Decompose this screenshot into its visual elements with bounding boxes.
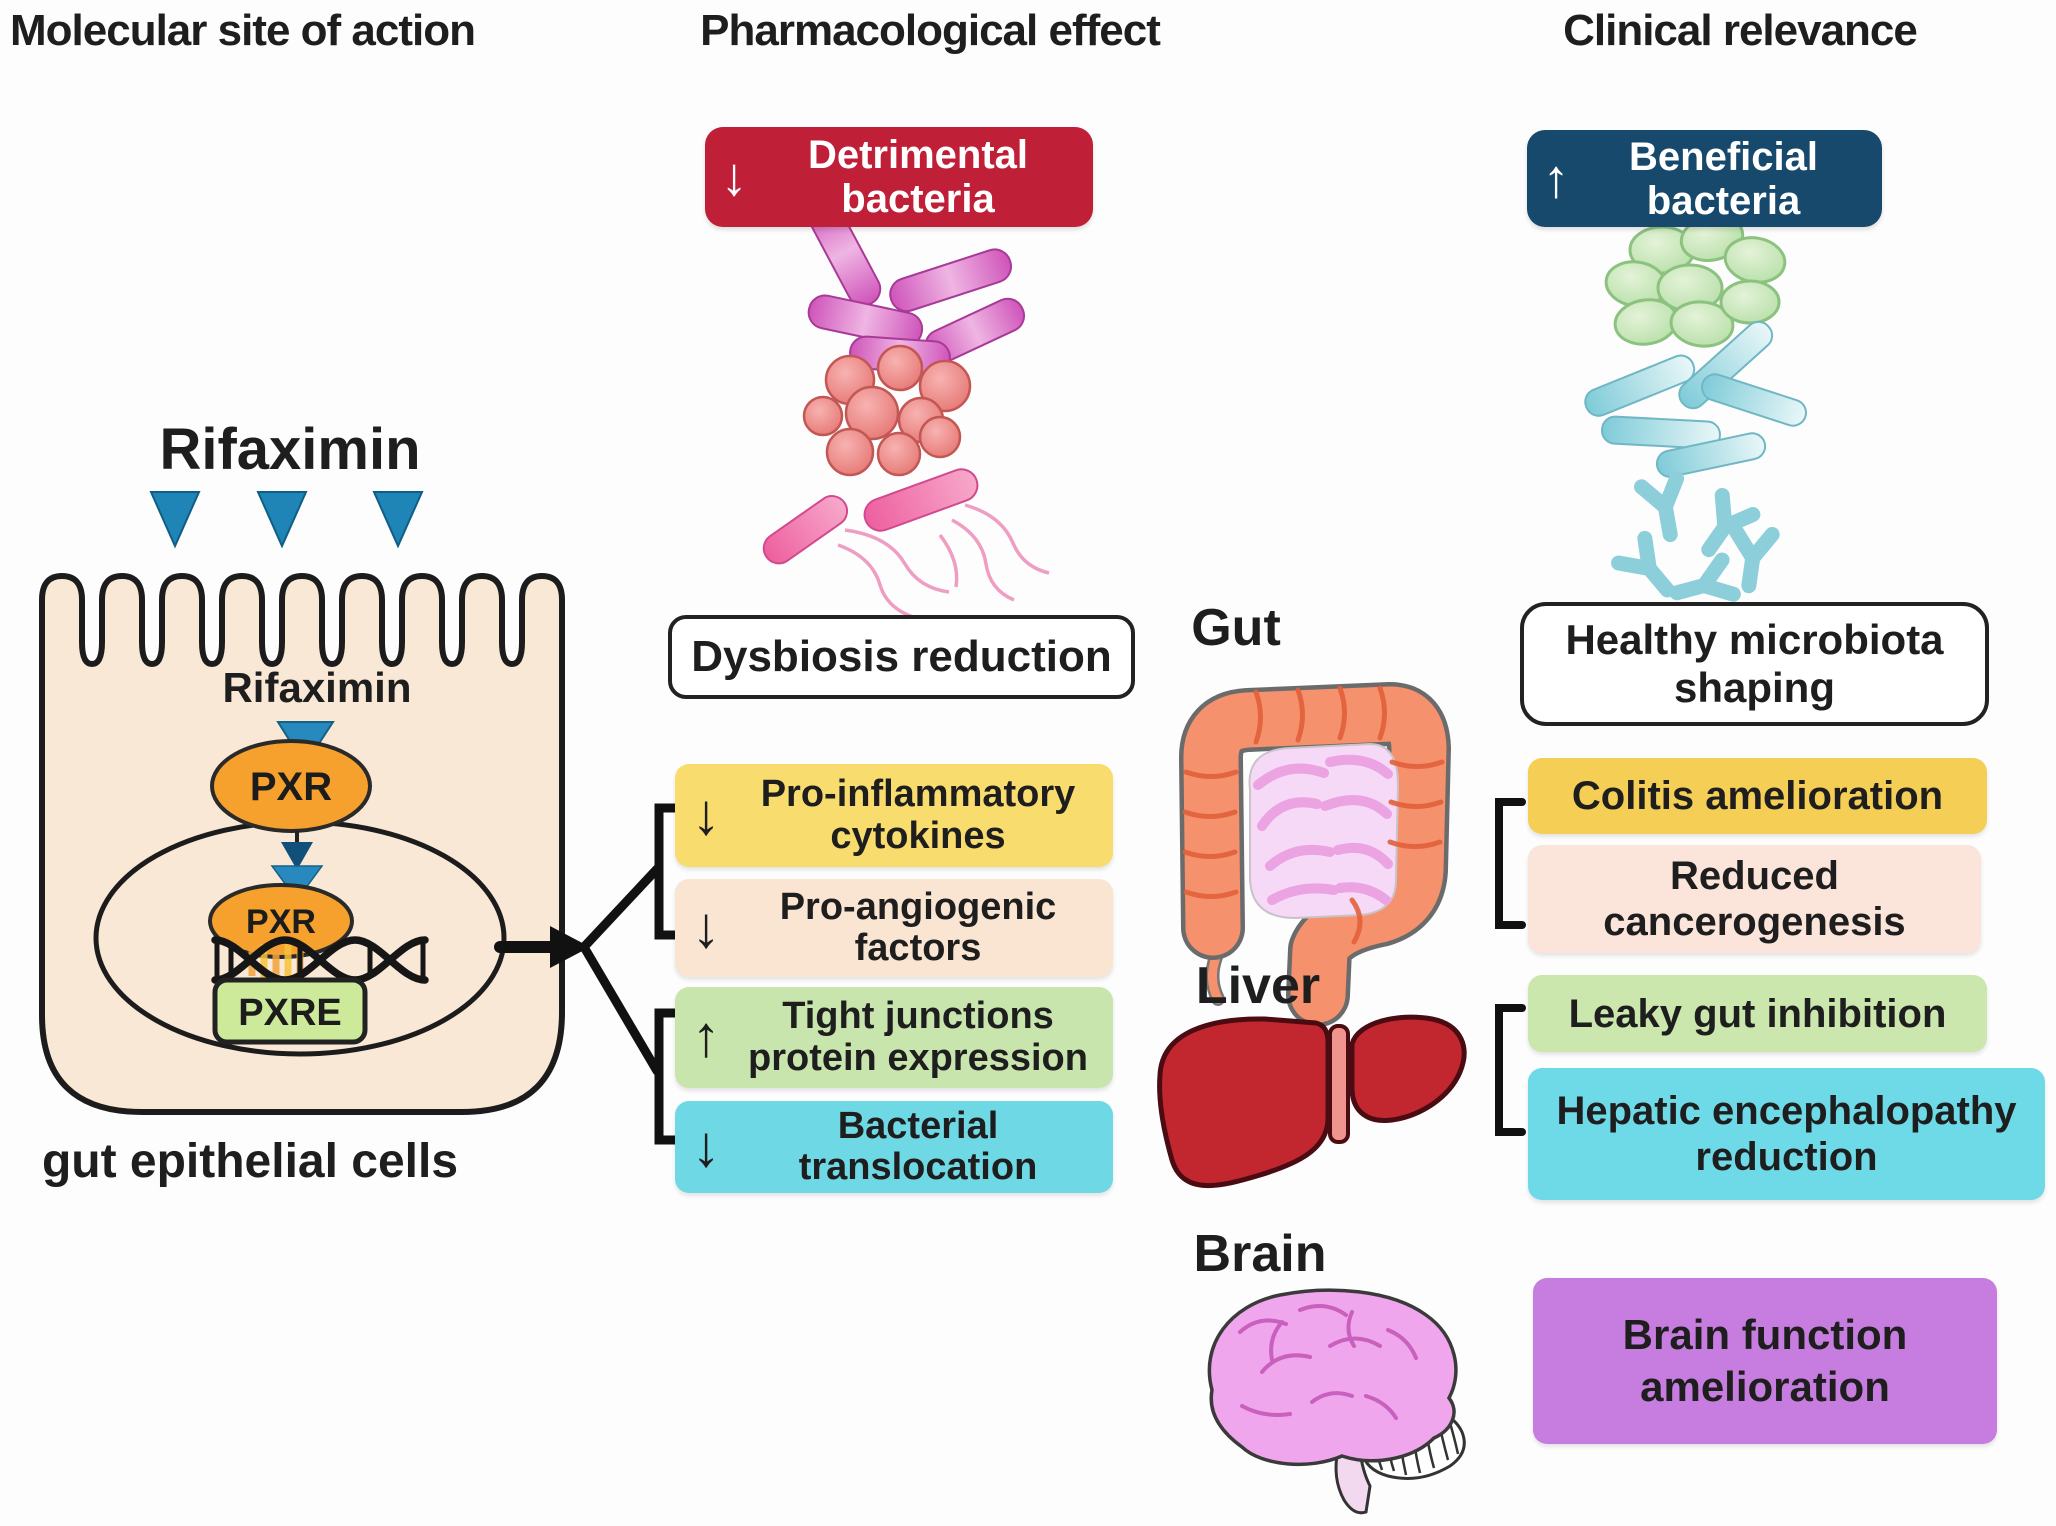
nucleus-icon: [93, 819, 507, 1057]
detrimental-cocci-icon: [802, 344, 972, 477]
detrimental-bacteria-label: Detrimental bacteria: [807, 133, 1029, 221]
outcome-box-brain-function: Brain function amelioration: [1533, 1278, 1997, 1444]
rifaximin-title: Rifaximin: [159, 417, 421, 482]
beneficial-bacteria-label: Beneficial bacteria: [1629, 134, 1818, 223]
dysbiosis-reduction-box: Dysbiosis reduction: [668, 615, 1135, 699]
organ-label-liver: Liver: [1195, 957, 1321, 1015]
pxre-box-icon: [212, 977, 368, 1045]
liver-organ-icon: [1157, 1014, 1467, 1189]
gut-epithelial-cell-icon: PXR PXR PXRE: [39, 572, 565, 1115]
effect-box-tight-junctions: ↑ Tight junctions protein expression: [675, 987, 1113, 1088]
organ-label-brain: Brain: [1193, 1225, 1327, 1283]
detrimental-flagellated-icon: [762, 468, 1050, 621]
beneficial-bacteria-box: ↑ Beneficial bacteria: [1527, 130, 1882, 227]
beneficial-bacilli-icon: [1584, 320, 1807, 478]
effect-label: Pro-angiogenic factors: [779, 885, 1057, 969]
effect-box-angiogenic: ↓ Pro-angiogenic factors: [675, 879, 1113, 977]
effect-label: Tight junctions protein expression: [748, 995, 1088, 1079]
effect-label: Pro-inflammatory cytokines: [760, 773, 1076, 857]
outcomes-brackets-icon: [1495, 798, 1526, 1136]
dna-helix-icon: [211, 936, 429, 984]
header-pharmacological: Pharmacological effect: [700, 6, 1161, 55]
outcome-label: Hepatic encephalopathy reduction: [1556, 1089, 2017, 1179]
pxr-membrane-label: PXR: [250, 765, 332, 809]
outcome-box-colitis: Colitis amelioration: [1528, 758, 1987, 834]
outcome-label: Colitis amelioration: [1571, 774, 1944, 818]
down-arrow-icon: ↓: [691, 1113, 721, 1179]
cell-to-effects-arrow-icon: [494, 864, 662, 1076]
outcome-box-hepatic: Hepatic encephalopathy reduction: [1528, 1068, 2045, 1200]
dna-binding-site-glow-icon: [248, 944, 304, 978]
healthy-microbiota-label: Healthy microbiota shaping: [1565, 615, 1944, 711]
outcome-label: Leaky gut inhibition: [1568, 991, 1947, 1036]
header-molecular: Molecular site of action: [10, 6, 476, 55]
pxr-membrane-icon: [210, 739, 372, 833]
pxre-label: PXRE: [238, 992, 341, 1034]
outcome-label: Reduced cancerogenesis: [1603, 854, 1906, 944]
organ-label-gut: Gut: [1191, 599, 1281, 657]
translocation-arrow-icon: [281, 842, 313, 870]
rifaximin-inner-label: Rifaximin: [222, 664, 412, 711]
effect-box-translocation: ↓ Bacterial translocation: [675, 1101, 1113, 1193]
brain-organ-icon: [1207, 1288, 1466, 1515]
gut-organ-icon: [1179, 682, 1451, 1027]
beneficial-bifidobacteria-icon: [1611, 471, 1780, 602]
effect-label: Bacterial translocation: [798, 1104, 1038, 1188]
beneficial-cocci-icon: [1604, 214, 1787, 348]
up-arrow-icon: ↑: [1542, 148, 1570, 209]
dysbiosis-reduction-label: Dysbiosis reduction: [691, 632, 1112, 681]
rifaximin-arrows-icon: [149, 491, 424, 549]
down-arrow-icon: ↓: [691, 894, 721, 960]
outcome-box-cancerogenesis: Reduced cancerogenesis: [1528, 845, 1981, 953]
translocation-arrow2-icon: [270, 865, 324, 902]
up-arrow-icon: ↑: [691, 1004, 721, 1070]
header-clinical: Clinical relevance: [1563, 6, 1918, 55]
cell-caption: gut epithelial cells: [41, 1135, 459, 1188]
healthy-microbiota-box: Healthy microbiota shaping: [1520, 602, 1989, 726]
rifaximin-triangle-icon: [276, 721, 335, 767]
pxr-nucleus-icon: [208, 883, 354, 959]
down-arrow-icon: ↓: [720, 147, 748, 207]
pxr-nucleus-label: PXR: [246, 903, 316, 941]
down-arrow-icon: ↓: [691, 782, 721, 848]
outcome-label: Brain function amelioration: [1622, 1310, 1908, 1411]
outcome-box-leaky-gut: Leaky gut inhibition: [1528, 975, 1987, 1052]
effect-box-cytokines: ↓ Pro-inflammatory cytokines: [675, 764, 1113, 867]
detrimental-bacteria-box: ↓ Detrimental bacteria: [705, 127, 1093, 227]
